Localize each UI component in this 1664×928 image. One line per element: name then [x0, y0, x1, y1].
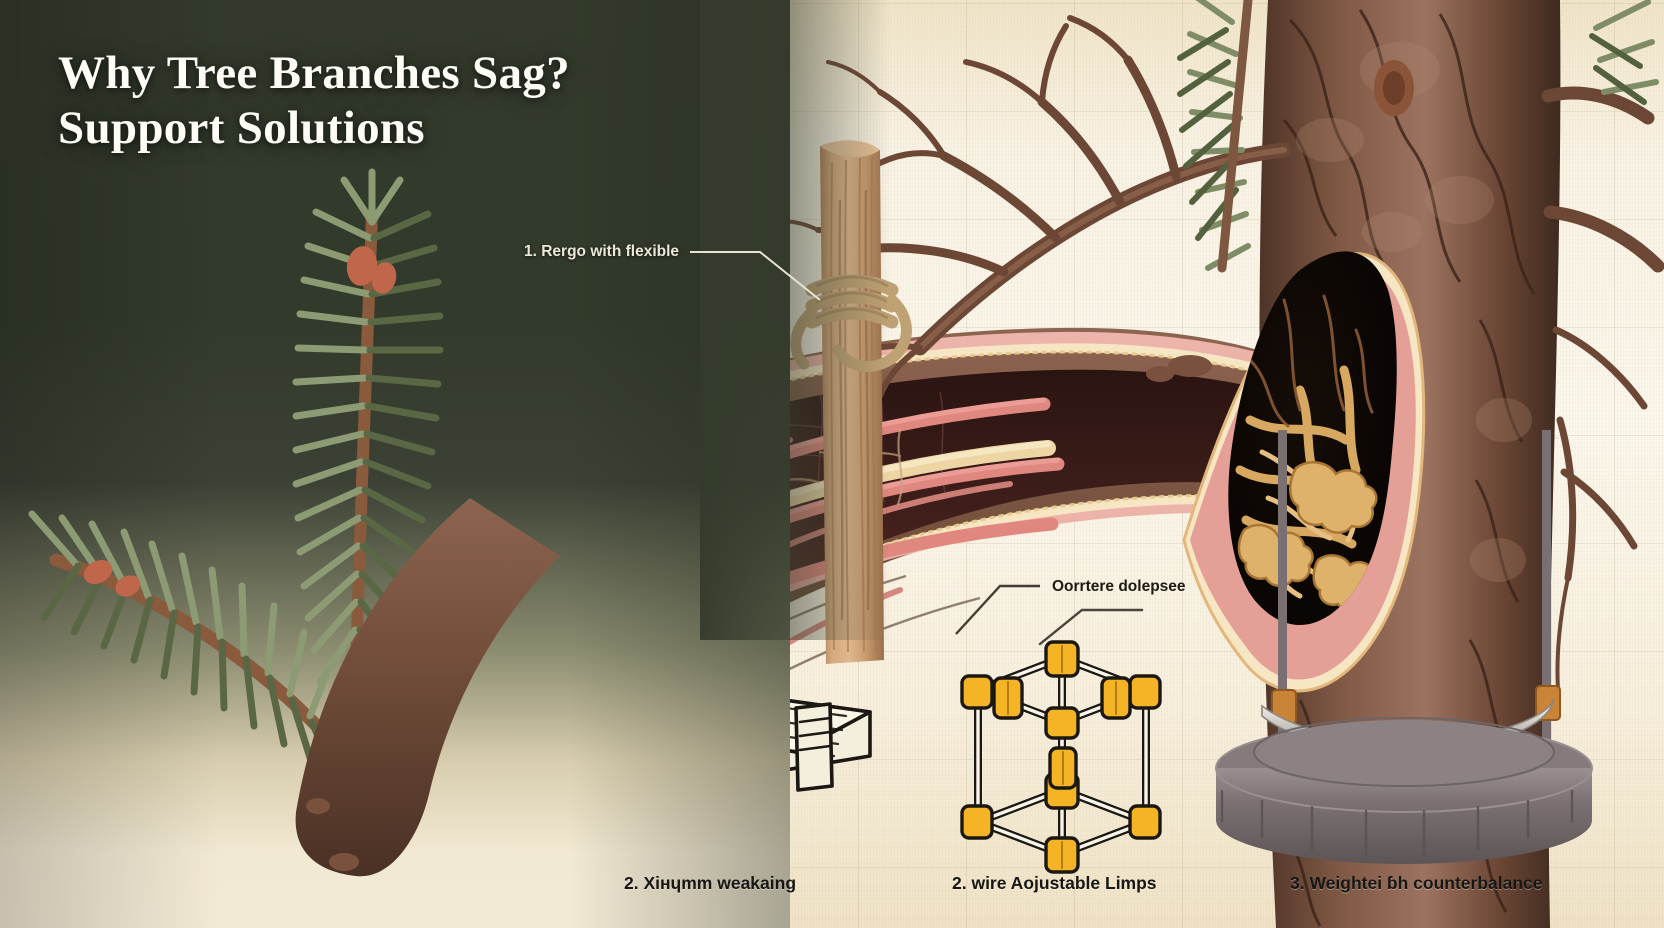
title-panel-fade — [700, 0, 890, 640]
callout-leader-1 — [690, 251, 821, 301]
title-panel — [0, 0, 790, 928]
title-line-1: Why Tree Branches Sag? — [58, 47, 570, 99]
conifer-foliage-right — [1177, 0, 1659, 273]
caption-brace-weakening: 2. Xiнɥmm weakaing — [624, 873, 797, 893]
callout-branch-collar: Oorrtere dolepsee — [1052, 578, 1186, 595]
callout-flexible-tie: 1. Rergo with flexible — [524, 243, 680, 260]
branch-collar-cutaway — [1182, 251, 1426, 693]
caption-wire-adjustable-limbs: 2. wire Aojustable Limps — [952, 873, 1157, 893]
caption-weighted-counterbalance: 3. Weightei ɓh counterbalance — [1290, 873, 1543, 893]
page-title: Why Tree Branches Sag? Support Solutions — [58, 46, 758, 156]
callout-leader-2 — [955, 584, 1040, 635]
title-line-2: Support Solutions — [58, 101, 425, 154]
figure-weighted-counterbalance — [1215, 430, 1593, 864]
figure-wire-cube-frame — [960, 608, 1162, 874]
